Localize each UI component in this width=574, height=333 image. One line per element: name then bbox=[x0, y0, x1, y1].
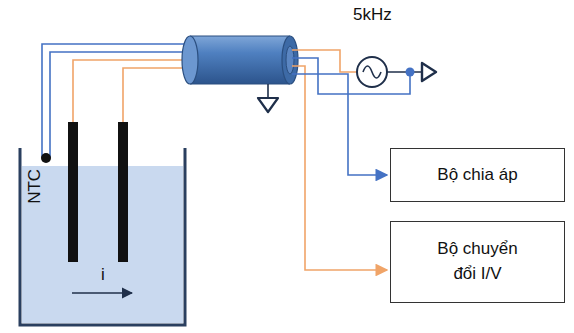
process-box: Bộ chia áp bbox=[390, 148, 565, 202]
liquid bbox=[22, 166, 183, 323]
electrode bbox=[68, 122, 78, 262]
source-output-wire bbox=[387, 71, 422, 73]
shielded-cable bbox=[190, 36, 290, 84]
current-label: i bbox=[101, 266, 105, 285]
frequency-label: 5kHz bbox=[353, 6, 392, 25]
box-label: Bộ chuyển đổi I/V bbox=[428, 237, 528, 286]
sensor-wire bbox=[50, 52, 192, 158]
current-arrow bbox=[72, 292, 132, 294]
output-terminal bbox=[422, 63, 436, 81]
shielded-cable bbox=[190, 35, 290, 36]
ac-source bbox=[357, 57, 387, 87]
cable-end bbox=[282, 36, 298, 84]
electrode-wire bbox=[73, 60, 192, 122]
ntc-sensor bbox=[41, 153, 51, 163]
box-content: Bộ chuyển đổi I/V bbox=[428, 237, 528, 286]
junction-dot bbox=[406, 68, 415, 77]
ac-source-wave bbox=[363, 66, 381, 78]
box-content: Bộ chia áp bbox=[437, 163, 517, 188]
ground-wire bbox=[267, 84, 269, 98]
ground-symbol bbox=[258, 98, 278, 112]
process-box: Bộ chuyển đổi I/V bbox=[390, 221, 565, 303]
sensor-signal-wire bbox=[292, 74, 387, 175]
box-label: Bộ chia áp bbox=[437, 163, 517, 188]
source-return-wire bbox=[292, 58, 410, 94]
electrode-signal-wire bbox=[292, 66, 387, 270]
shielded-cable bbox=[190, 83, 290, 84]
sensor-wire bbox=[42, 44, 192, 158]
beaker bbox=[20, 148, 185, 325]
source-wire bbox=[292, 50, 357, 72]
cable-end bbox=[182, 36, 198, 84]
electrode bbox=[118, 122, 128, 262]
sensor-label: NTC bbox=[26, 169, 45, 204]
electrode-wire bbox=[123, 68, 192, 122]
